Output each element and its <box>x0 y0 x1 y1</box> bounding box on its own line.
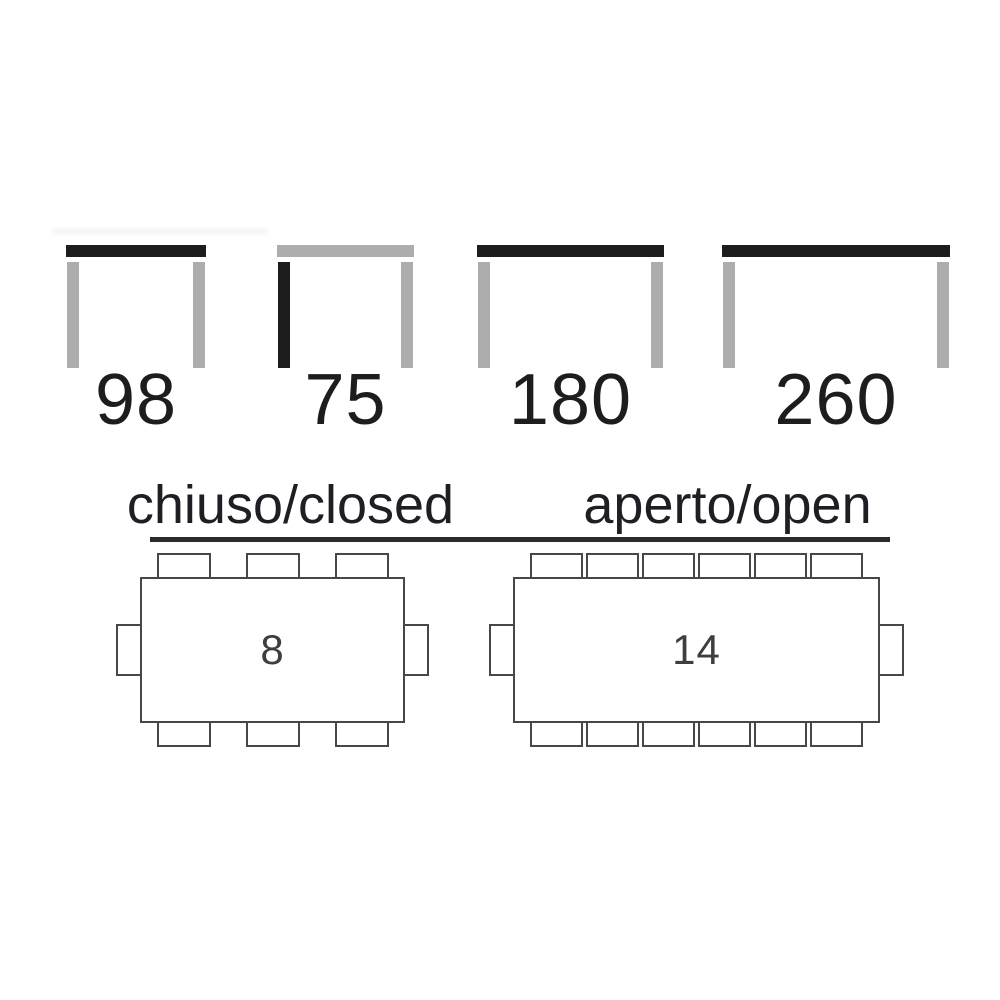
table-leg-right <box>193 262 205 368</box>
table-leg-left <box>67 262 79 368</box>
open-section-label: aperto/open <box>583 475 872 535</box>
dimension-label: 75 <box>304 360 387 440</box>
seat-count-label: 14 <box>672 626 721 673</box>
dimension-label: 98 <box>94 360 178 440</box>
table-leg-left <box>723 262 735 368</box>
faint-artifact-line <box>53 229 267 234</box>
top-view-table-closed: 8 <box>116 553 429 747</box>
section-divider-line <box>150 537 890 542</box>
table-leg-left <box>478 262 490 368</box>
table-outline: 8 <box>140 577 405 723</box>
table-outline: 14 <box>513 577 880 723</box>
top-view-table-open: 14 <box>489 553 904 747</box>
dimension-label: 180 <box>508 360 633 440</box>
seat-count-label: 8 <box>260 626 285 673</box>
dimension-label: 260 <box>774 360 898 440</box>
tabletop-bar <box>722 245 950 257</box>
table-leg-right <box>937 262 949 368</box>
table-leg-right <box>401 262 413 368</box>
closed-section-label: chiuso/closed <box>126 475 455 535</box>
table-leg-right <box>651 262 663 368</box>
tabletop-bar <box>477 245 664 257</box>
table-leg-left <box>278 262 290 368</box>
tabletop-bar <box>277 245 414 257</box>
tabletop-bar <box>66 245 206 257</box>
